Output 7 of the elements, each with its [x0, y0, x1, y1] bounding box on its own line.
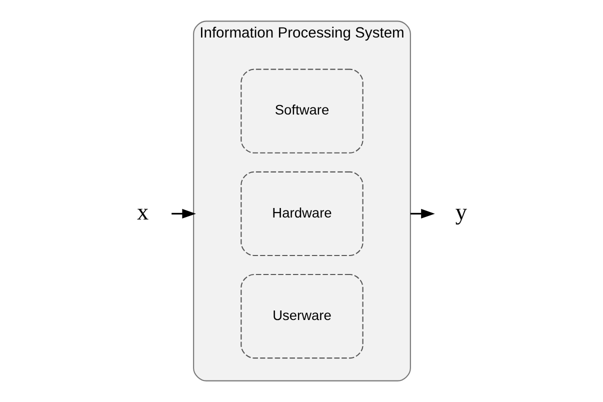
node-box: Software [240, 68, 363, 154]
node-box: Hardware [240, 171, 363, 256]
node-text: y [454, 200, 467, 226]
node-text: x [136, 200, 148, 226]
node-box: Userware [240, 274, 363, 359]
arrow [410, 208, 434, 219]
arrow [171, 208, 196, 219]
